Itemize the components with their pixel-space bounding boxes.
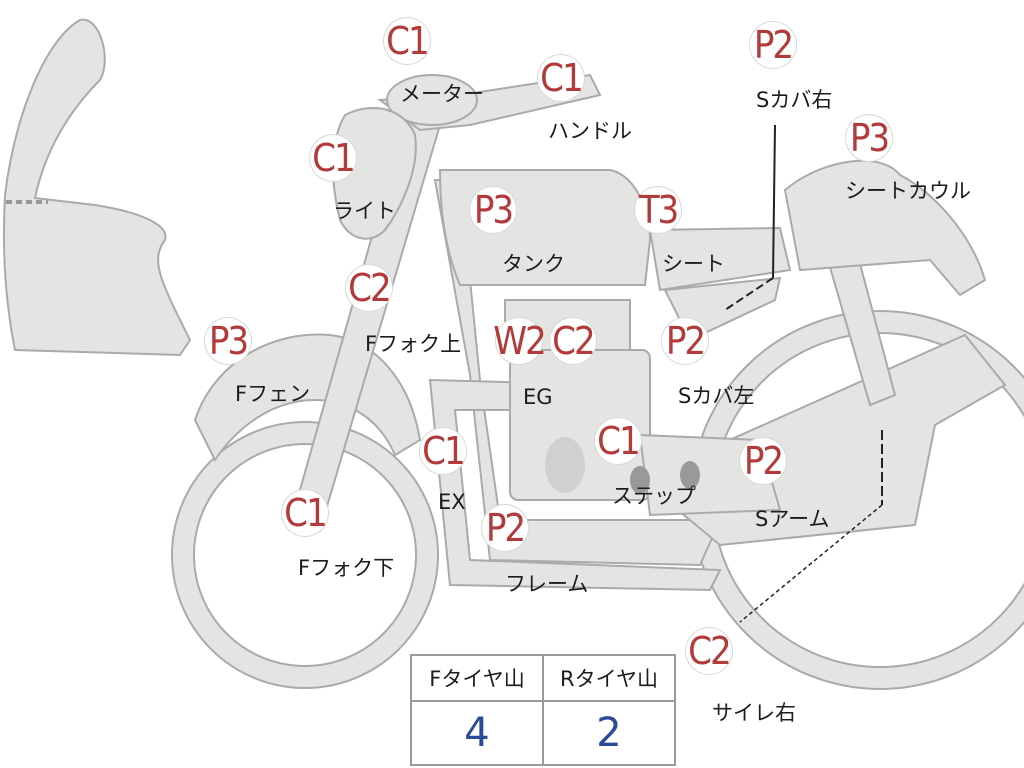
part-label-silencer-right: サイレ右 <box>712 701 796 725</box>
grade-badge-engine-c: C2 <box>550 318 596 364</box>
part-label-light: ライト <box>333 199 396 223</box>
grade-badge-s-arm: P2 <box>740 438 786 484</box>
rear-tire-header: Rタイヤ山 <box>542 654 676 702</box>
grade-badge-s-cover-left: P2 <box>662 318 708 364</box>
part-label-s-arm: Sアーム <box>755 507 830 531</box>
grade-badge-handle: C1 <box>538 55 584 101</box>
grade-badge-exhaust: C1 <box>420 428 466 474</box>
part-label-meter: メーター <box>400 82 484 106</box>
part-label-tank: タンク <box>502 252 565 276</box>
grade-badge-meter: C1 <box>384 18 430 64</box>
part-label-s-cover-right: Sカバ右 <box>756 88 833 112</box>
grade-badge-step: C1 <box>595 418 641 464</box>
part-label-frame: フレーム <box>505 572 589 596</box>
part-label-s-cover-left: Sカバ左 <box>678 384 755 408</box>
part-label-f-fender: Fフェン <box>235 382 311 406</box>
part-label-seat-cowl: シートカウル <box>845 179 971 203</box>
front-cowl-shape <box>2 18 192 357</box>
grade-badge-f-fender: P3 <box>205 318 251 364</box>
grade-badge-seat-cowl: P3 <box>846 115 892 161</box>
front-tire-value: 4 <box>410 700 544 766</box>
grade-badge-engine-w: W2 <box>493 318 547 364</box>
grade-badge-tank: P3 <box>470 187 516 233</box>
front-tire-header: Fタイヤ山 <box>410 654 544 702</box>
grade-badge-f-fork-lower: C1 <box>282 490 328 536</box>
part-label-step: ステップ <box>612 484 696 508</box>
grade-badge-frame: P2 <box>482 505 528 551</box>
part-label-f-fork-lower: Fフォク下 <box>298 556 395 580</box>
grade-badge-silencer-right: C2 <box>686 628 732 674</box>
part-label-handle: ハンドル <box>548 119 632 143</box>
part-label-exhaust: EX <box>438 490 466 514</box>
tire-tread-table: Fタイヤ山 Rタイヤ山 4 2 <box>410 654 676 766</box>
part-label-engine: EG <box>523 385 553 409</box>
part-label-f-fork-upper: Fフォク上 <box>365 332 462 356</box>
grade-badge-seat: T3 <box>635 187 681 233</box>
part-label-seat: シート <box>662 252 725 276</box>
grade-badge-s-cover-right: P2 <box>750 22 796 68</box>
grade-badge-f-fork-upper: C2 <box>346 265 392 311</box>
rear-tire-value: 2 <box>542 700 676 766</box>
grade-badge-light: C1 <box>310 135 356 181</box>
